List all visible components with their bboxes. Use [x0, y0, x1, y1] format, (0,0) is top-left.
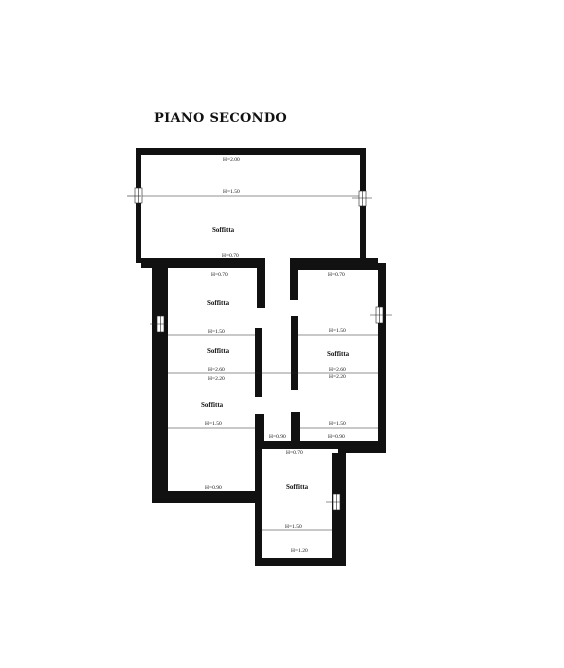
wall-left-bottom: [160, 491, 262, 499]
window-upper-left: [127, 187, 143, 204]
height-label: H=2.60: [329, 367, 346, 373]
room-label-left-1: Soffitta: [207, 299, 230, 307]
height-label: H=0.90: [205, 485, 222, 491]
height-label: H=0.70: [222, 253, 239, 259]
height-label: H=0.70: [211, 272, 228, 278]
height-label: H=0.90: [269, 434, 286, 440]
window-upper-right: [352, 190, 372, 207]
height-label: H=2.60: [208, 367, 225, 373]
wall-lower-room-left: [255, 441, 262, 566]
window-right: [370, 306, 392, 324]
height-label: H=2.00: [223, 157, 240, 163]
wall-corridor-right: [291, 316, 298, 390]
wall-upper-left: [141, 258, 265, 268]
wall-corridor-right-low: [291, 412, 300, 441]
window-left: [150, 315, 168, 333]
wall-right-room-top: [298, 263, 378, 270]
room-label-lower: Soffitta: [286, 483, 309, 491]
height-label: H=0.70: [328, 272, 345, 278]
room-label-left-2: Soffitta: [207, 347, 230, 355]
wall-stub-left: [257, 263, 265, 308]
room-label-left-3: Soffitta: [201, 401, 224, 409]
height-label: H=1.50: [208, 329, 225, 335]
wall-corridor-left: [255, 328, 262, 397]
height-label: H=2.20: [208, 376, 225, 382]
wall-lower-room-top: [255, 441, 346, 449]
wall-corridor-left-low: [255, 414, 264, 441]
wall-partition-left-top: [160, 263, 168, 495]
exterior-wall: [136, 148, 386, 566]
height-label: H=2.20: [329, 374, 346, 380]
height-label: H=0.90: [328, 434, 345, 440]
wall-stub-right: [290, 263, 298, 300]
room-label-right: Soffitta: [327, 350, 350, 358]
window-lower: [326, 493, 344, 511]
height-label: H=1.50: [329, 328, 346, 334]
room-label-upper: Soffitta: [212, 226, 235, 234]
height-label: H=1.50: [223, 189, 240, 195]
height-label: H=1.50: [205, 421, 222, 427]
plan-title: PIANO SECONDO: [154, 111, 287, 126]
height-label: H=1.50: [329, 421, 346, 427]
height-label: H=1.50: [285, 524, 302, 530]
height-label: H=1.20: [291, 548, 308, 554]
height-label: H=0.70: [286, 450, 303, 456]
